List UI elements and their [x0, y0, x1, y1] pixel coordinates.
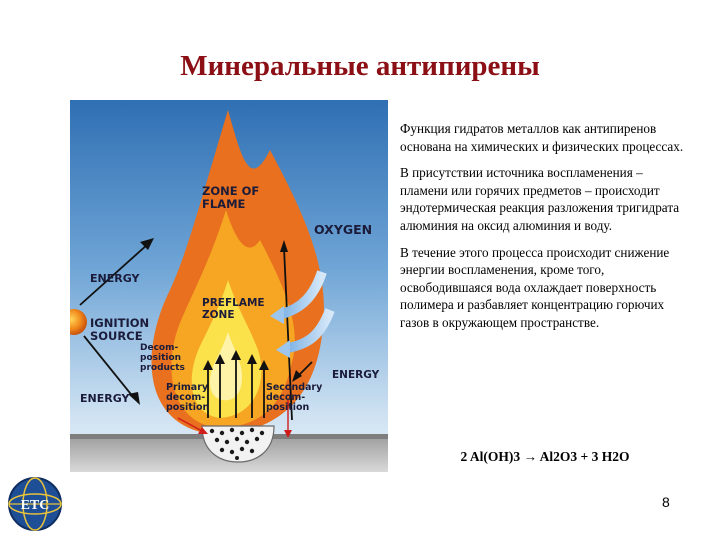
svg-text:Primary decom- pos: Primary decom- position: [166, 382, 211, 413]
decomp-products-label-1: Decom-: [140, 343, 178, 353]
paragraph-3: В течение этого процесса происходит сниж…: [400, 244, 690, 332]
energy-top-left-label: ENERGY: [90, 272, 140, 285]
decomp-products-label-3: products: [140, 363, 185, 373]
etc-logo-icon: ETC: [6, 475, 64, 533]
svg-text:Decom- position pr: Decom- position products: [140, 343, 185, 373]
zone-of-flame-label-2: FLAME: [202, 197, 246, 211]
page-number: 8: [662, 494, 670, 510]
explanation-text: Функция гидратов металлов как антипирено…: [400, 120, 690, 341]
preflame-label-2: ZONE: [202, 309, 235, 321]
primary-decomp-label-3: position: [166, 402, 210, 413]
slide-title: Минеральные антипирены: [0, 50, 720, 83]
flame-diagram: ZONE OF FLAME OXYGEN ENERGY IGNITION SOU…: [70, 100, 388, 472]
zone-of-flame-label-1: ZONE OF: [202, 184, 259, 198]
logo-text: ETC: [21, 498, 50, 513]
oxygen-label: OXYGEN: [314, 222, 372, 237]
decomp-products-label-2: position: [140, 353, 181, 363]
paragraph-2: В присутствии источника воспламенения – …: [400, 164, 690, 234]
secondary-decomp-label-3: position: [266, 402, 310, 413]
energy-bottom-left-label: ENERGY: [80, 392, 130, 405]
reaction-equation: 2 Al(OH)3 → Al2O3 + 3 H2O: [400, 449, 690, 465]
ignition-label-2: SOURCE: [90, 329, 143, 343]
preflame-label-1: PREFLAME: [202, 297, 265, 309]
energy-right-label: ENERGY: [332, 369, 380, 381]
paragraph-1: Функция гидратов металлов как антипирено…: [400, 120, 690, 155]
ignition-label-1: IGNITION: [90, 316, 149, 330]
